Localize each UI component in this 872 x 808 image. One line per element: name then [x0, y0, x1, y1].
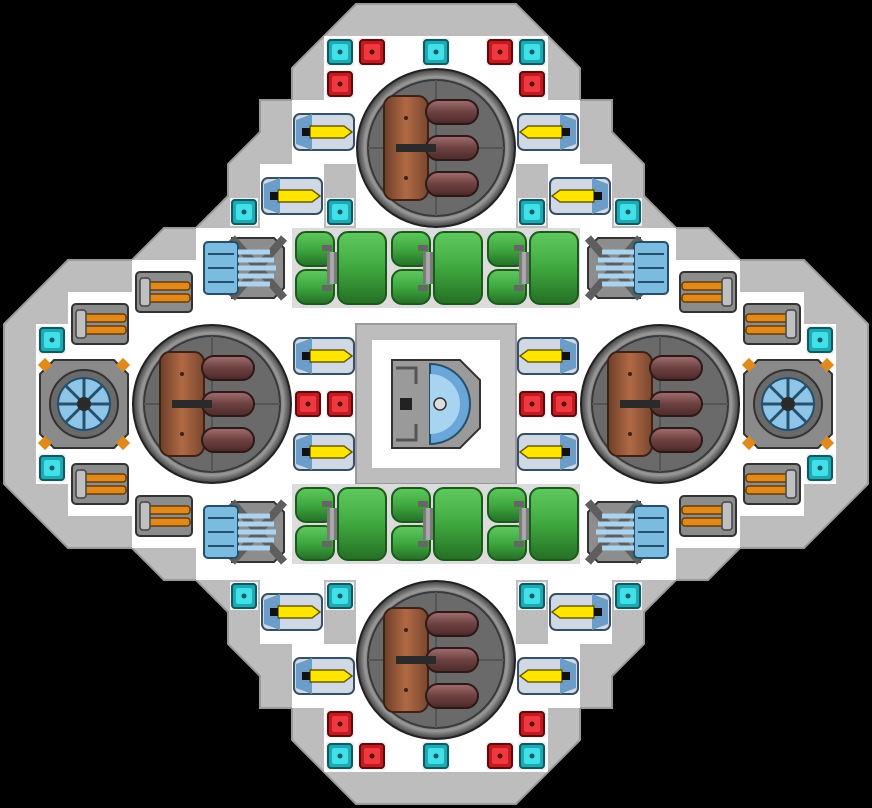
yellow-booster-icon — [293, 433, 355, 471]
gun-turret-icon — [71, 463, 129, 505]
yellow-booster-icon — [549, 593, 611, 631]
reactor-icon — [580, 324, 740, 484]
yellow-booster-icon — [517, 337, 579, 375]
yellow-booster-icon — [549, 177, 611, 215]
fuel-tank-icon — [292, 228, 580, 308]
fuel-tank-icon — [292, 484, 580, 564]
yellow-booster-icon — [261, 593, 323, 631]
gun-turret-icon — [679, 271, 737, 313]
yellow-booster-icon — [293, 657, 355, 695]
gun-turret-icon — [679, 495, 737, 537]
gun-turret-icon — [135, 495, 193, 537]
thruster-icon — [588, 238, 668, 298]
yellow-booster-icon — [517, 433, 579, 471]
gun-turret-icon — [135, 271, 193, 313]
yellow-booster-icon — [293, 113, 355, 151]
cockpit-icon[interactable] — [391, 359, 481, 449]
thruster-icon — [204, 238, 284, 298]
yellow-booster-icon — [261, 177, 323, 215]
thruster-icon — [204, 502, 284, 562]
thruster-icon — [588, 502, 668, 562]
gun-turret-icon — [743, 303, 801, 345]
gun-turret-icon — [743, 463, 801, 505]
gyroscope-icon — [740, 356, 836, 452]
yellow-booster-icon — [293, 337, 355, 375]
reactor-icon — [356, 580, 516, 740]
reactor-icon — [356, 68, 516, 228]
gyroscope-icon — [36, 356, 132, 452]
yellow-booster-icon — [517, 113, 579, 151]
yellow-booster-icon — [517, 657, 579, 695]
reactor-icon — [132, 324, 292, 484]
gun-turret-icon — [71, 303, 129, 345]
